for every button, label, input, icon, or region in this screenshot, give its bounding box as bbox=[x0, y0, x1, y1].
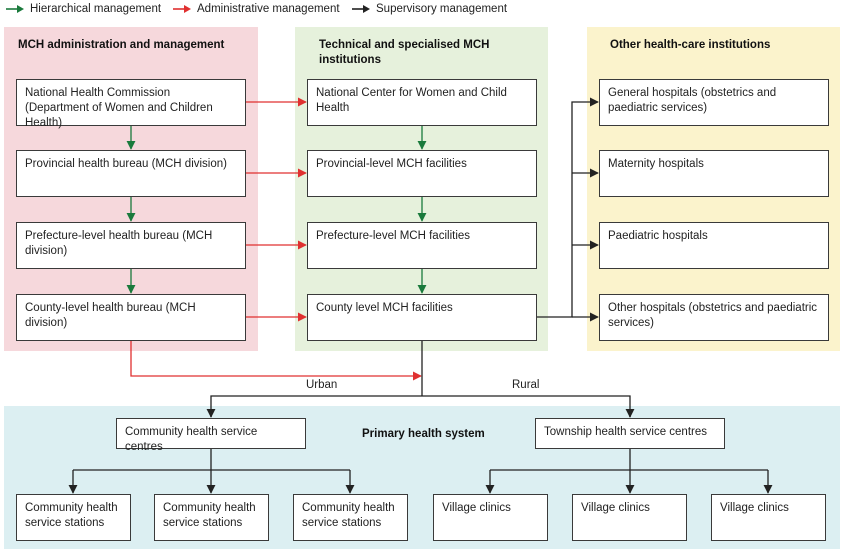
legend-administrative-label: Administrative management bbox=[197, 3, 340, 15]
box-provincial-mch-facilities: Provincial-level MCH facilities bbox=[307, 150, 537, 197]
box-community-station-1: Community health service stations bbox=[16, 494, 131, 541]
box-village-clinic-3: Village clinics bbox=[711, 494, 826, 541]
black-arrow-icon bbox=[352, 5, 370, 13]
label-rural: Rural bbox=[512, 379, 540, 391]
box-community-station-3: Community health service stations bbox=[293, 494, 408, 541]
panel-title-primary: Primary health system bbox=[362, 428, 485, 440]
box-county-health-bureau: County-level health bureau (MCH division… bbox=[16, 294, 246, 341]
panel-title-other: Other health-care institutions bbox=[610, 39, 771, 51]
box-prefecture-health-bureau: Prefecture-level health bureau (MCH divi… bbox=[16, 222, 246, 269]
legend-administrative: Administrative management bbox=[173, 3, 340, 15]
red-arrow-icon bbox=[173, 5, 191, 13]
supervisory-arrows-primary bbox=[68, 341, 773, 494]
box-national-center-women-child: National Center for Women and Child Heal… bbox=[307, 79, 537, 126]
box-other-hospitals: Other hospitals (obstetrics and paediatr… bbox=[599, 294, 829, 341]
panel-title-tech: Technical and specialised MCH institutio… bbox=[319, 39, 490, 66]
legend-hierarchical-label: Hierarchical management bbox=[30, 3, 162, 15]
box-community-service-centres: Community health service centres bbox=[116, 418, 306, 453]
box-paediatric-hospitals: Paediatric hospitals bbox=[599, 222, 829, 269]
box-village-clinic-1: Village clinics bbox=[433, 494, 548, 541]
panel-title-admin: MCH administration and management bbox=[18, 39, 225, 51]
box-general-hospitals: General hospitals (obstetrics and paedia… bbox=[599, 79, 829, 126]
green-arrow-icon bbox=[6, 5, 24, 13]
legend-hierarchical: Hierarchical management bbox=[6, 3, 161, 15]
legend-supervisory: Supervisory management bbox=[352, 3, 507, 15]
box-provincial-health-bureau: Provincial health bureau (MCH division) bbox=[16, 150, 246, 197]
box-national-health-commission: National Health Commission (Department o… bbox=[16, 79, 246, 129]
box-prefecture-mch-facilities: Prefecture-level MCH facilities bbox=[307, 222, 537, 269]
box-community-station-2: Community health service stations bbox=[154, 494, 269, 541]
administrative-arrows bbox=[130, 97, 422, 381]
box-township-service-centres: Township health service centres bbox=[535, 418, 725, 449]
box-maternity-hospitals: Maternity hospitals bbox=[599, 150, 829, 197]
label-urban: Urban bbox=[306, 379, 338, 391]
box-village-clinic-2: Village clinics bbox=[572, 494, 687, 541]
box-county-mch-facilities: County level MCH facilities bbox=[307, 294, 537, 341]
supervisory-arrows-hospitals bbox=[537, 97, 599, 322]
legend-supervisory-label: Supervisory management bbox=[376, 3, 508, 15]
